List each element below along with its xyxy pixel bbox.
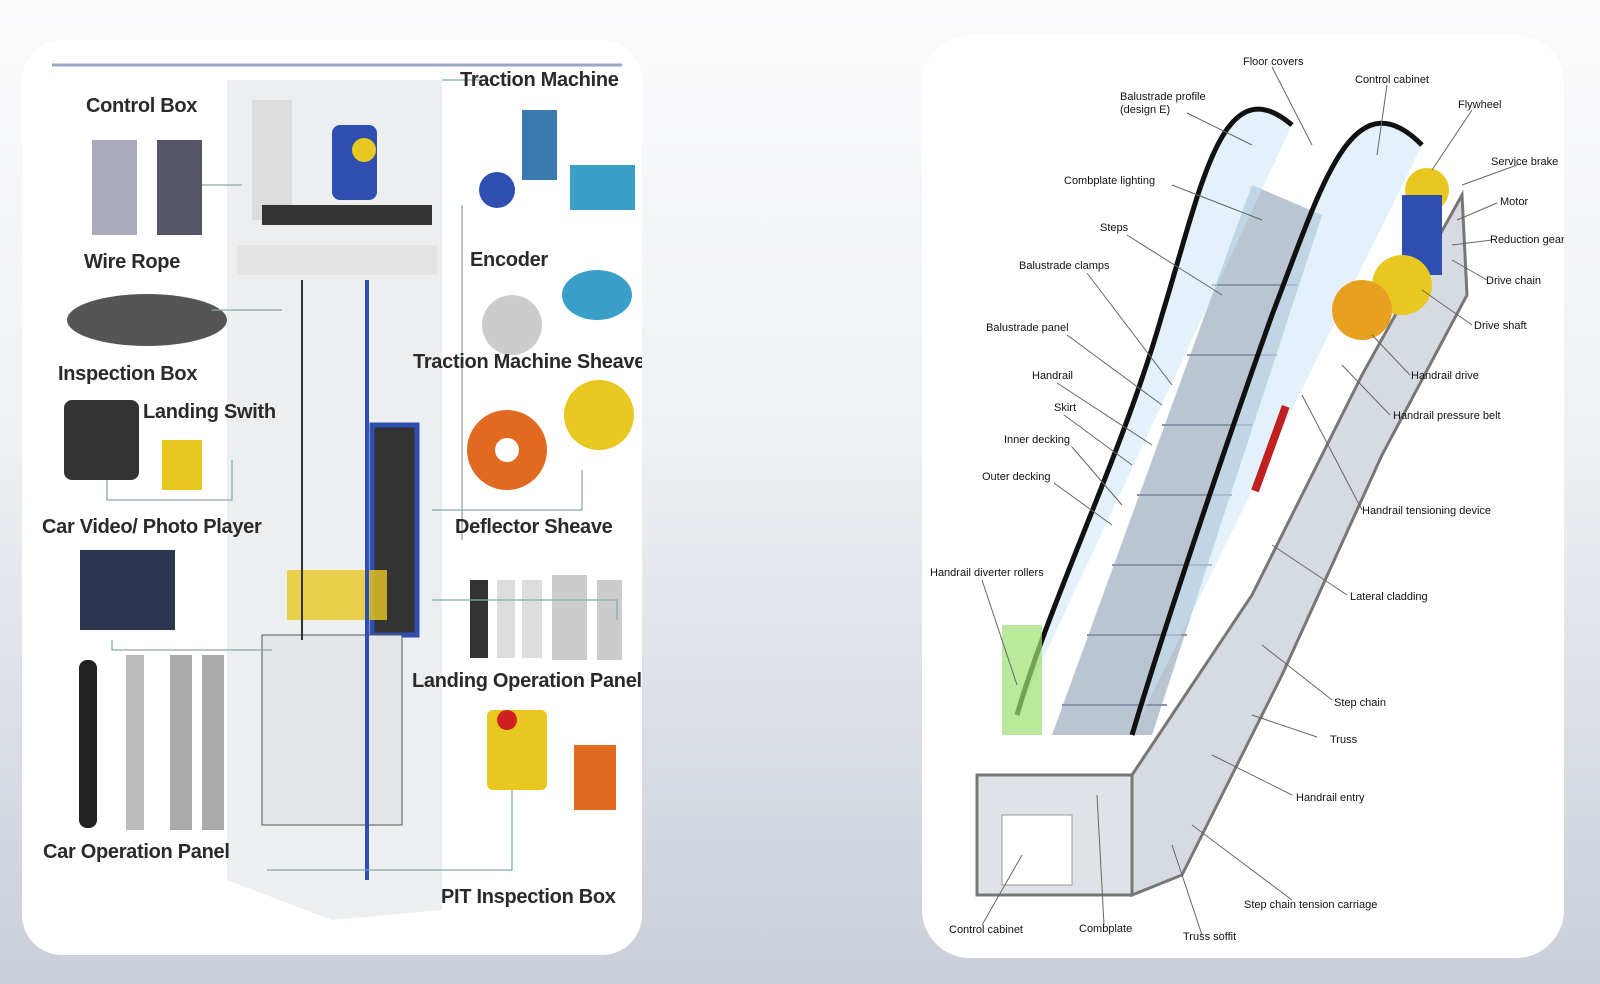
label-skirt: Skirt: [1054, 402, 1076, 414]
label-lateral-cladding: Lateral cladding: [1350, 591, 1428, 603]
label-landing-switch: Landing Swith: [143, 401, 276, 423]
label-handrail-drive: Handrail drive: [1411, 370, 1479, 382]
label-deflector-sheave: Deflector Sheave: [455, 516, 613, 538]
label-drive-shaft: Drive shaft: [1474, 320, 1527, 332]
escalator-illustration: [975, 66, 1518, 936]
label-outer-decking: Outer decking: [982, 471, 1051, 483]
label-handrail-pressure-belt: Handrail pressure belt: [1393, 410, 1501, 422]
label-floor-covers: Floor covers: [1243, 56, 1304, 68]
label-inner-decking: Inner decking: [1004, 434, 1071, 446]
label-handrail-entry: Handrail entry: [1296, 792, 1365, 804]
label-wire-rope: Wire Rope: [84, 251, 181, 273]
label-control-box: Control Box: [86, 95, 198, 117]
label-balustrade-profile: Balustrade profile: [1120, 91, 1206, 103]
label-traction-machine-sheave: Traction Machine Sheave: [413, 351, 642, 373]
label-pit-inspection-box: PIT Inspection Box: [441, 886, 616, 908]
label-handrail: Handrail: [1032, 370, 1073, 382]
label-car-video-photo-player: Car Video/ Photo Player: [42, 516, 262, 538]
label-balustrade-clamps: Balustrade clamps: [1019, 260, 1110, 272]
label-control-cabinet-top: Control cabinet: [1355, 74, 1429, 86]
label-encoder: Encoder: [470, 249, 548, 271]
escalator-components-panel: Floor covers Control cabinet Balustrade …: [922, 35, 1564, 958]
label-balustrade-profile-design: (design E): [1120, 104, 1171, 116]
elevator-components-panel: Control Box Wire Rope Inspection Box Lan…: [22, 40, 642, 955]
label-balustrade-panel: Balustrade panel: [986, 322, 1069, 334]
label-truss: Truss: [1330, 734, 1358, 746]
label-reduction-gear: Reduction gear: [1490, 234, 1564, 246]
label-step-chain: Step chain: [1334, 697, 1386, 709]
label-service-brake: Service brake: [1491, 156, 1559, 168]
label-steps: Steps: [1100, 222, 1129, 234]
label-car-operation-panel: Car Operation Panel: [43, 841, 230, 863]
label-handrail-tensioning-device: Handrail tensioning device: [1362, 505, 1492, 517]
label-control-cabinet-bottom: Control cabinet: [949, 924, 1023, 936]
label-flywheel: Flywheel: [1458, 99, 1502, 111]
label-inspection-box: Inspection Box: [58, 363, 198, 385]
label-handrail-diverter-rollers: Handrail diverter rollers: [930, 567, 1044, 579]
elevator-illustration: [52, 63, 635, 920]
label-landing-operation-panel: Landing Operation Panel: [412, 670, 642, 692]
label-traction-machine: Traction Machine: [460, 69, 619, 91]
label-step-chain-tension-carriage: Step chain tension carriage: [1244, 899, 1378, 911]
label-drive-chain: Drive chain: [1486, 275, 1542, 287]
label-combplate-lighting: Combplate lighting: [1064, 175, 1156, 187]
label-combplate: Combplate: [1079, 923, 1133, 935]
label-truss-soffit: Truss soffit: [1183, 931, 1237, 943]
label-motor: Motor: [1500, 196, 1529, 208]
